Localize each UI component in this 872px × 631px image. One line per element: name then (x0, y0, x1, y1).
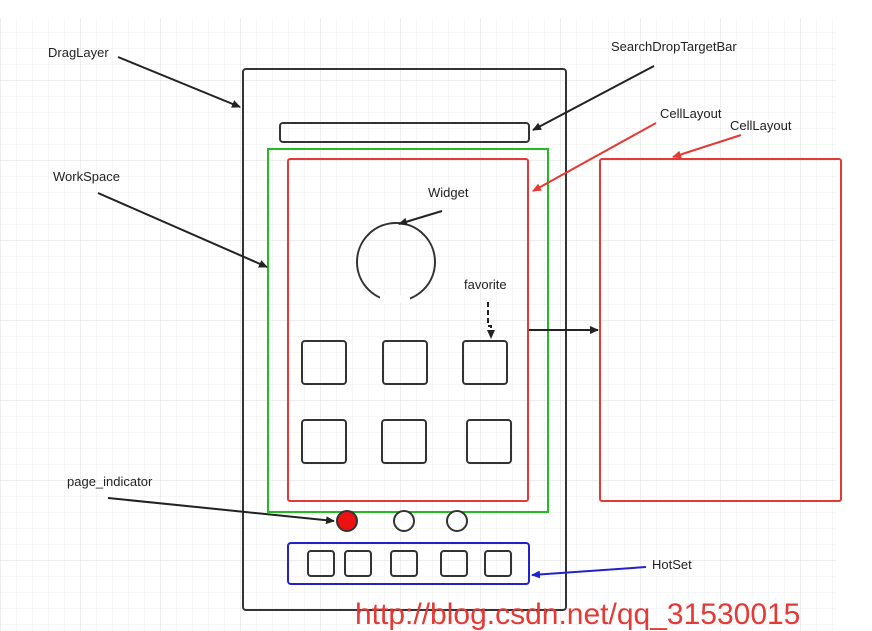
favorite-icon-5 (381, 419, 427, 464)
workspace-arrow (97, 192, 268, 268)
favorite-icon-3 (462, 340, 508, 385)
workspace-label: WorkSpace (53, 169, 120, 184)
hotseat-label: HotSet (652, 557, 692, 572)
cell-layout-inner-label: CellLayout (660, 106, 722, 121)
widget-label: Widget (428, 185, 469, 200)
favorite-icon-1 (301, 340, 347, 385)
widget-gap (380, 295, 410, 303)
page-indicator-label: page_indicator (67, 474, 153, 489)
cell-layout-outer-box (599, 158, 842, 502)
cell-layout-outer-label: CellLayout (730, 118, 792, 133)
hotseat-arrow (531, 566, 647, 579)
drag-layer-label: DragLayer (48, 45, 109, 60)
page-indicator-dot-2 (393, 510, 415, 532)
hotseat-icon-4 (440, 550, 468, 577)
search-bar-arrow (532, 65, 655, 131)
cell-layout-inner-arrow (532, 122, 657, 192)
search-drop-target-bar (279, 122, 530, 143)
favorite-label: favorite (464, 277, 507, 292)
favorite-icon-2 (382, 340, 428, 385)
hotseat-icon-5 (484, 550, 512, 577)
drag-layer-arrow (117, 56, 241, 108)
page-indicator-dot-3 (446, 510, 468, 532)
page-indicator-dot-active (336, 510, 358, 532)
favorite-icon-4 (301, 419, 347, 464)
hotseat-box (287, 542, 530, 585)
favorite-icon-6 (466, 419, 512, 464)
widget-arrow (398, 210, 443, 226)
page-indicator-arrow (107, 497, 335, 525)
drag-layer-frame (242, 68, 567, 611)
favorite-arrow (487, 302, 495, 339)
cell-layout-outer-arrow (672, 134, 742, 159)
search-drop-target-bar-label: SearchDropTargetBar (611, 39, 737, 54)
hotseat-icon-1 (307, 550, 335, 577)
hotseat-icon-3 (390, 550, 418, 577)
grid-background (0, 18, 836, 631)
cell-layout-inner-box (287, 158, 529, 502)
hotseat-icon-2 (344, 550, 372, 577)
watermark-url: http://blog.csdn.net/qq_31530015 (355, 598, 800, 631)
